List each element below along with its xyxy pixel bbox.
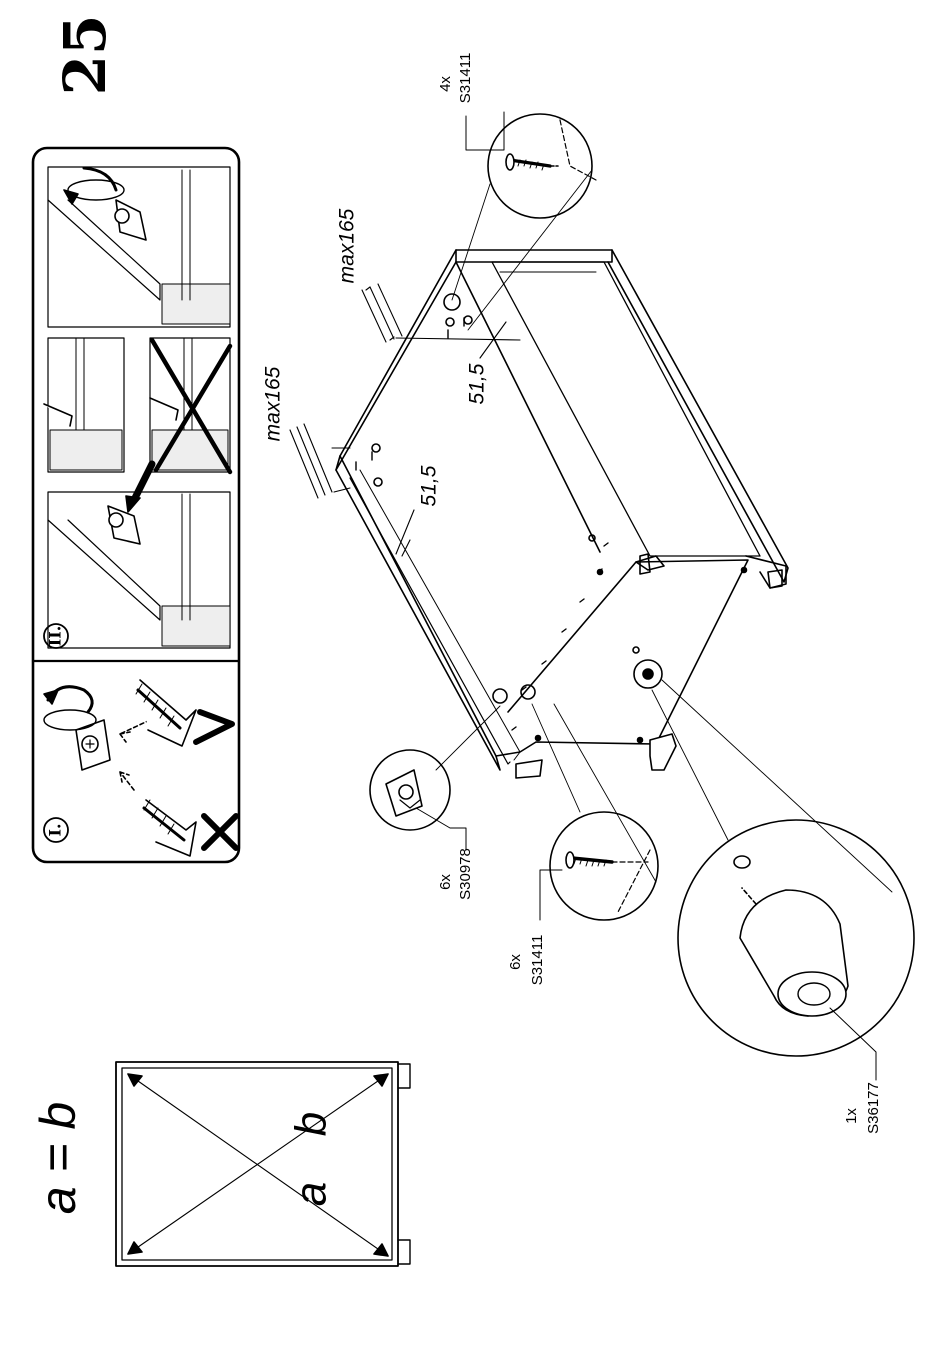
foot-qty: 1x bbox=[843, 1108, 860, 1124]
dim-max-a: max165 bbox=[336, 208, 359, 283]
rotate-arrow-icon bbox=[44, 687, 96, 730]
detail-frame-d bbox=[48, 464, 230, 648]
correct-screw-icon bbox=[136, 680, 196, 746]
insert-arrow-icon-2 bbox=[120, 772, 134, 790]
detail-frame-c bbox=[150, 338, 230, 472]
cam-fitting-icon bbox=[76, 720, 110, 770]
cams-qty: 6x bbox=[437, 874, 454, 890]
diagonal-label-b: b bbox=[287, 1112, 336, 1136]
diagonal-equation: a = b bbox=[30, 1102, 86, 1215]
detail-frame-b bbox=[44, 338, 124, 472]
dimension-lines bbox=[290, 284, 520, 556]
screws-bottom-code: S31411 bbox=[529, 935, 546, 986]
dim-dist-a: 51,5 bbox=[466, 363, 489, 404]
screws-top-code: S31411 bbox=[457, 53, 474, 104]
callout-foot bbox=[652, 680, 914, 1080]
foot-code: S36177 bbox=[865, 1082, 882, 1134]
step-number: 25 bbox=[51, 15, 119, 96]
cams-code: S30978 bbox=[457, 848, 474, 900]
panel-one: I. bbox=[44, 680, 236, 856]
screws-bottom-qty: 6x bbox=[507, 954, 524, 970]
inset-instructions: I. bbox=[33, 148, 239, 862]
wrong-screw-icon bbox=[144, 800, 196, 856]
insert-arrow-icon bbox=[120, 720, 150, 742]
check-mark-icon bbox=[196, 712, 232, 742]
cross-mark-icon bbox=[204, 816, 236, 848]
panel-one-label: I. bbox=[46, 823, 65, 836]
diagonal-check-diagram: a = b a b bbox=[30, 1062, 410, 1266]
screws-top-qty: 4x bbox=[437, 76, 454, 92]
dim-dist-b: 51,5 bbox=[418, 465, 441, 506]
panel-two: II. bbox=[44, 167, 230, 648]
cabinet-drawing bbox=[336, 250, 788, 778]
callout-screws-bottom bbox=[532, 704, 658, 920]
detail-frame-a bbox=[48, 167, 230, 327]
dim-max-b: max165 bbox=[262, 366, 285, 441]
diagonal-label-a: a bbox=[287, 1182, 336, 1206]
